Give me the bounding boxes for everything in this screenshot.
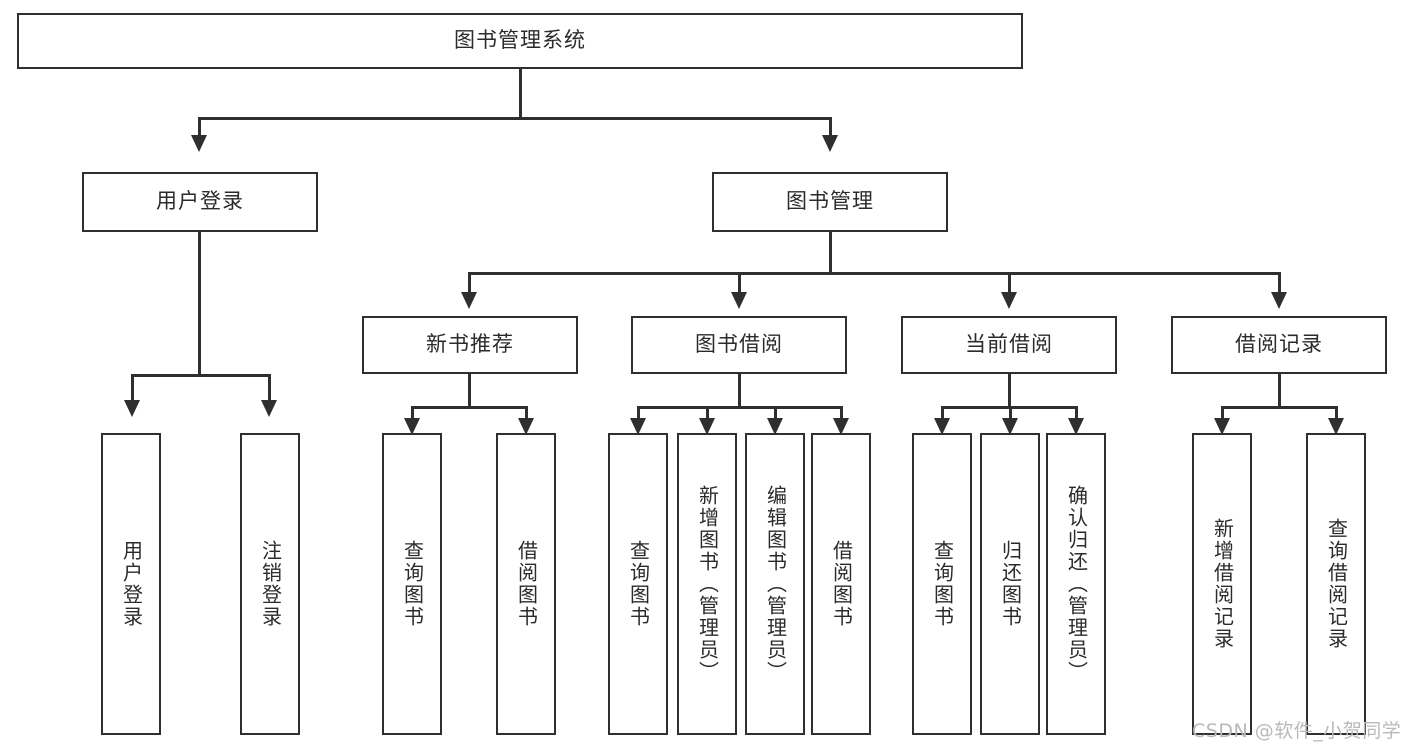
node-root-book-management-system[interactable]: 图书管理系统 [17, 13, 1023, 69]
edge-user-login-bus [131, 374, 270, 377]
leaf-user-login[interactable]: 用户登录 [101, 433, 161, 735]
node-label: 查询图书 [930, 540, 955, 628]
node-book-borrow[interactable]: 图书借阅 [631, 316, 847, 374]
node-label: 查询图书 [400, 540, 425, 628]
edge-user-login-stem [198, 232, 201, 374]
arrowhead-book-management [822, 135, 838, 152]
node-label: 新增图书（管理员） [695, 485, 720, 683]
node-label: 确认归还（管理员） [1064, 485, 1089, 683]
edge-drop-bb-borrow-book [840, 406, 843, 422]
node-label: 借阅记录 [1235, 332, 1323, 357]
edge-drop-bb-query-book [637, 406, 640, 422]
edge-drop-cb-return-book [1009, 406, 1012, 422]
arrowhead-nbr-query-book [404, 418, 420, 435]
edge-book-borrow-stem [738, 374, 741, 406]
edge-drop-book-borrow [738, 272, 741, 294]
edge-drop-bb-edit-book [774, 406, 777, 422]
edge-drop-user-login [198, 117, 201, 137]
node-label: 查询图书 [626, 540, 651, 628]
edge-drop-cb-query-book [941, 406, 944, 422]
edge-drop-bb-add-book [706, 406, 709, 422]
arrowhead-bb-query-book [630, 418, 646, 435]
node-label: 当前借阅 [965, 332, 1053, 357]
arrowhead-bb-add-book [699, 418, 715, 435]
edge-book-management-stem [829, 232, 832, 272]
node-label: 借阅图书 [514, 540, 539, 628]
edge-borrow-record-stem [1278, 374, 1281, 406]
leaf-nbr-query-book[interactable]: 查询图书 [382, 433, 442, 735]
arrowhead-leaf-user-login [124, 400, 140, 417]
edge-drop-nbr-query-book [411, 406, 414, 422]
leaf-nbr-borrow-book[interactable]: 借阅图书 [496, 433, 556, 735]
watermark-text: CSDN @软件_小贺同学 [1192, 720, 1402, 742]
edge-drop-cb-confirm-return [1075, 406, 1078, 422]
arrowhead-bb-edit-book [767, 418, 783, 435]
leaf-logout[interactable]: 注销登录 [240, 433, 300, 735]
leaf-cb-confirm-return[interactable]: 确认归还（管理员） [1046, 433, 1106, 735]
edge-root-stem [519, 69, 522, 117]
leaf-cb-return-book[interactable]: 归还图书 [980, 433, 1040, 735]
node-label: 图书管理系统 [454, 28, 586, 53]
node-label: 图书管理 [786, 189, 874, 214]
leaf-bb-add-book[interactable]: 新增图书（管理员） [677, 433, 737, 735]
node-current-borrow[interactable]: 当前借阅 [901, 316, 1117, 374]
node-label: 查询借阅记录 [1324, 518, 1349, 650]
arrowhead-br-add-record [1214, 418, 1230, 435]
arrowhead-cb-return-book [1002, 418, 1018, 435]
leaf-bb-edit-book[interactable]: 编辑图书（管理员） [745, 433, 805, 735]
arrowhead-leaf-logout [261, 400, 277, 417]
edge-borrow-record-bus [1221, 406, 1337, 409]
node-label: 用户登录 [119, 540, 144, 628]
node-book-management[interactable]: 图书管理 [712, 172, 948, 232]
arrowhead-current-borrow [1001, 292, 1017, 309]
node-label: 归还图书 [998, 540, 1023, 628]
edge-book-borrow-bus [637, 406, 842, 409]
leaf-br-query-record[interactable]: 查询借阅记录 [1306, 433, 1366, 735]
edge-drop-br-add-record [1221, 406, 1224, 422]
edge-root-bus [198, 117, 831, 120]
arrowhead-cb-query-book [934, 418, 950, 435]
edge-drop-book-management [829, 117, 832, 137]
arrowhead-cb-confirm-return [1068, 418, 1084, 435]
edge-current-borrow-stem [1008, 374, 1011, 406]
arrowhead-borrow-record [1271, 292, 1287, 309]
edge-drop-nbr-borrow-book [525, 406, 528, 422]
edge-drop-leaf-logout [268, 374, 271, 402]
arrowhead-br-query-record [1328, 418, 1344, 435]
node-label: 图书借阅 [695, 332, 783, 357]
edge-drop-new-book-recommend [468, 272, 471, 294]
edge-new-book-recommend-stem [468, 374, 471, 406]
leaf-cb-query-book[interactable]: 查询图书 [912, 433, 972, 735]
edge-drop-current-borrow [1008, 272, 1011, 294]
arrowhead-bb-borrow-book [833, 418, 849, 435]
arrowhead-book-borrow [731, 292, 747, 309]
arrowhead-new-book-recommend [461, 292, 477, 309]
arrowhead-nbr-borrow-book [518, 418, 534, 435]
node-user-login[interactable]: 用户登录 [82, 172, 318, 232]
edge-new-book-recommend-bus [411, 406, 527, 409]
node-label: 借阅图书 [829, 540, 854, 628]
node-label: 用户登录 [156, 189, 244, 214]
node-label: 新书推荐 [426, 332, 514, 357]
node-label: 注销登录 [258, 540, 283, 628]
leaf-bb-query-book[interactable]: 查询图书 [608, 433, 668, 735]
node-label: 编辑图书（管理员） [763, 485, 788, 683]
leaf-br-add-record[interactable]: 新增借阅记录 [1192, 433, 1252, 735]
edge-drop-br-query-record [1335, 406, 1338, 422]
csdn-watermark: CSDN @软件_小贺同学 [1192, 716, 1401, 743]
node-label: 新增借阅记录 [1210, 518, 1235, 650]
arrowhead-user-login [191, 135, 207, 152]
edge-drop-leaf-user-login [131, 374, 134, 402]
edge-drop-borrow-record [1278, 272, 1281, 294]
node-borrow-record[interactable]: 借阅记录 [1171, 316, 1387, 374]
edge-level3-bus [468, 272, 1281, 275]
node-new-book-recommend[interactable]: 新书推荐 [362, 316, 578, 374]
leaf-bb-borrow-book[interactable]: 借阅图书 [811, 433, 871, 735]
